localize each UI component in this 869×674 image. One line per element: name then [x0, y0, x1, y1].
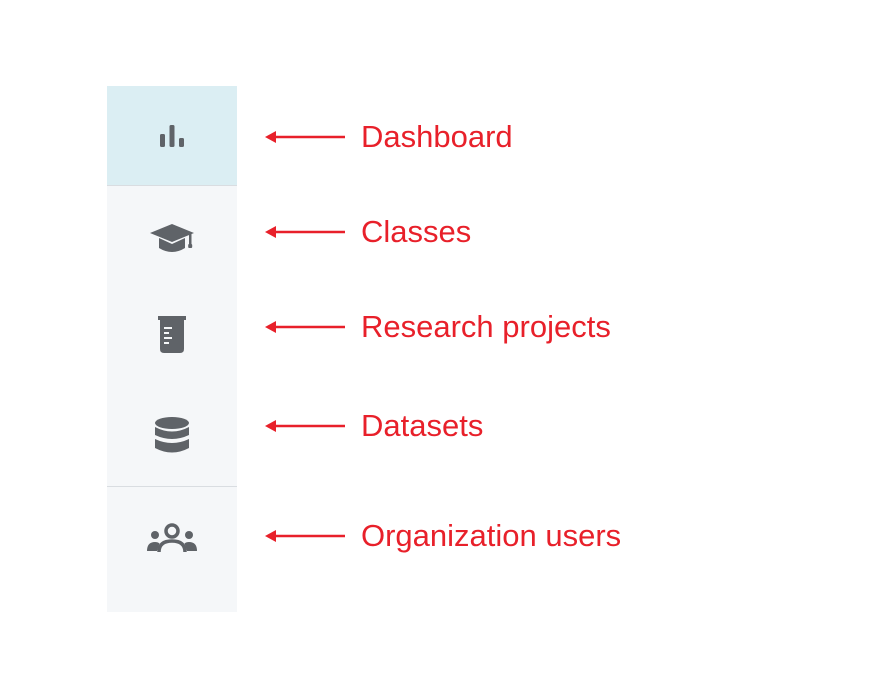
database-icon — [155, 417, 189, 453]
users-group-icon — [147, 523, 197, 553]
sidebar-item-classes[interactable] — [107, 191, 237, 283]
arrow-left-icon — [265, 420, 345, 432]
arrow-left-icon — [265, 530, 345, 542]
annotation-dashboard: Dashboard — [265, 117, 513, 157]
arrow-left-icon — [265, 131, 345, 143]
annotation-classes: Classes — [265, 212, 471, 252]
annotation-organization-users: Organization users — [265, 516, 621, 556]
annotation-label: Datasets — [361, 408, 484, 443]
sidebar-item-organization-users[interactable] — [107, 492, 237, 588]
annotation-research-projects: Research projects — [265, 307, 611, 347]
sidebar-item-research-projects[interactable] — [107, 286, 237, 380]
arrow-left-icon — [265, 321, 345, 333]
annotation-label: Classes — [361, 214, 472, 249]
annotation-label: Research projects — [361, 309, 611, 344]
arrow-left-icon — [265, 226, 345, 238]
sidebar-item-dashboard[interactable] — [107, 86, 237, 185]
annotation-datasets: Datasets — [265, 406, 483, 446]
sidebar-item-datasets[interactable] — [107, 386, 237, 486]
beaker-icon — [158, 316, 186, 353]
annotation-label: Organization users — [361, 518, 622, 553]
sidebar-divider — [107, 185, 237, 186]
sidebar-nav — [107, 86, 237, 612]
annotation-label: Dashboard — [361, 119, 513, 154]
sidebar-divider — [107, 486, 237, 487]
graduation-cap-icon — [150, 224, 194, 252]
bar-chart-icon — [160, 124, 184, 147]
